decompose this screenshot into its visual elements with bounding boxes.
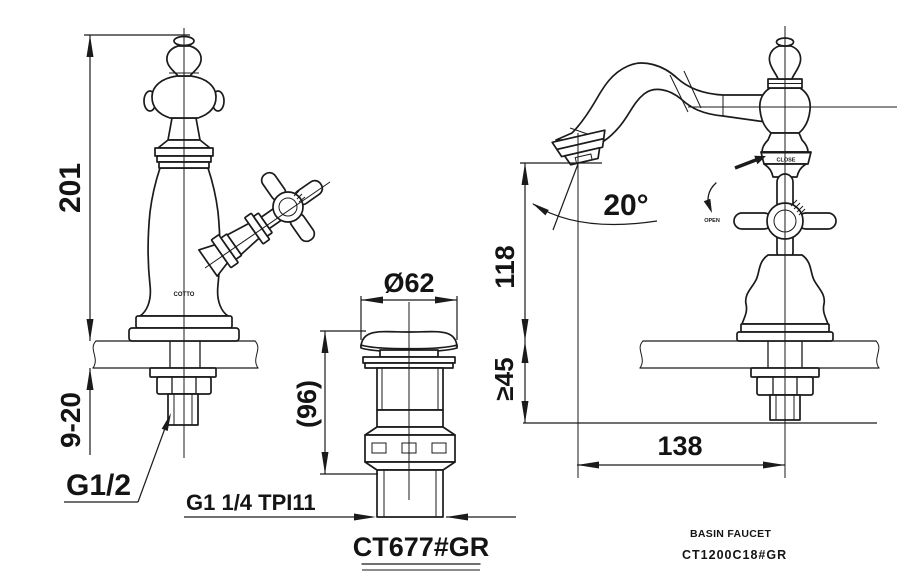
callout-inlet-thread: G1/2 (64, 413, 171, 503)
spout (551, 62, 767, 166)
cross-handle-angled (260, 171, 324, 243)
close-label: CLOSE (777, 158, 796, 164)
dim-spout-reach: 138 (577, 431, 785, 469)
svg-text:138: 138 (657, 431, 702, 461)
mounting-hardware-left (149, 367, 217, 426)
close-direction-arrow-icon (734, 155, 766, 170)
product-type-label: BASIN FAUCET (690, 528, 771, 540)
svg-text:G1/2: G1/2 (66, 469, 131, 502)
deck-section-left (92, 340, 259, 369)
svg-text:118: 118 (490, 245, 520, 289)
drain-model-label: CT677#GR (353, 532, 490, 571)
pop-up-drain-view: Ø62 (96) G1 1/4 TPI11 CT677#GR (184, 268, 516, 571)
svg-text:9-20: 9-20 (55, 392, 86, 448)
close-band (760, 151, 812, 165)
faucet-front-view: COTTO 201 9-20 G1/2 (54, 28, 331, 503)
dim-drain-length: (96) (292, 330, 378, 475)
faucet-side-view: CLOSE OPEN (489, 26, 897, 478)
dim-spout-angle: 20° (532, 163, 658, 231)
svg-text:Ø62: Ø62 (383, 268, 434, 298)
open-label: OPEN (704, 218, 720, 224)
dim-deck-thickness: 9-20 (55, 368, 94, 455)
callout-drain-thread: G1 1/4 TPI11 (184, 490, 516, 521)
dim-total-height: 201 (54, 34, 190, 341)
dim-clearance: ≥45 (489, 341, 877, 424)
svg-text:(96): (96) (292, 380, 322, 428)
svg-text:≥45: ≥45 (489, 357, 519, 400)
dim-drain-diameter: Ø62 (360, 268, 458, 340)
open-direction-arrow-icon: OPEN (703, 182, 720, 224)
deck-section-right (639, 340, 880, 369)
svg-text:201: 201 (54, 163, 87, 213)
svg-text:20°: 20° (603, 189, 648, 222)
svg-text:CT677#GR: CT677#GR (353, 532, 490, 562)
product-code-label: CT1200C18#GR (682, 548, 787, 562)
aerator (551, 129, 606, 166)
title-block: BASIN FAUCET CT1200C18#GR (682, 528, 787, 562)
dim-spout-height: 118 (490, 162, 602, 341)
side-valve-assembly (197, 171, 331, 277)
svg-text:G1 1/4 TPI11: G1 1/4 TPI11 (186, 490, 316, 515)
